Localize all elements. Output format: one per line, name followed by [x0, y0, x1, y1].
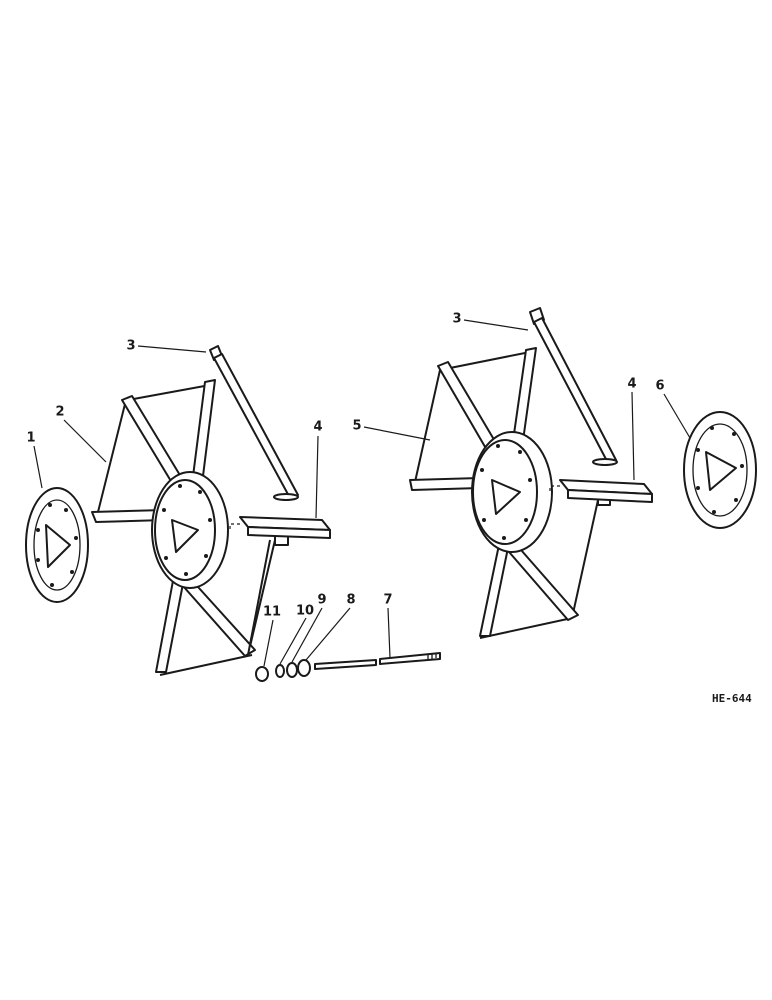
figure-code: HE-644	[712, 692, 752, 705]
callout-1: 1	[26, 430, 36, 446]
hardware-group	[255, 652, 441, 682]
part-1-end-plate	[25, 487, 89, 603]
part-3-brace-right	[529, 307, 618, 466]
callout-3-left: 3	[126, 338, 136, 354]
callout-6: 6	[655, 378, 665, 394]
part-5-spider-frame	[409, 347, 611, 639]
callout-3-right: 3	[452, 311, 462, 327]
callout-11: 11	[262, 604, 282, 620]
part-6-end-plate	[683, 411, 757, 529]
part-4-bar-right	[549, 479, 653, 503]
callout-9: 9	[317, 592, 327, 608]
callout-2: 2	[55, 404, 65, 420]
part-2-spider-frame	[91, 379, 289, 676]
callout-4-right: 4	[627, 376, 637, 392]
callout-4-left: 4	[313, 419, 323, 435]
part-4-bar-left	[229, 516, 331, 539]
callout-5: 5	[352, 418, 362, 434]
part-3-brace-left	[209, 345, 299, 501]
callout-8: 8	[346, 592, 356, 608]
callout-10: 10	[295, 603, 315, 619]
leader-lines	[33, 319, 691, 667]
callout-7: 7	[383, 592, 393, 608]
